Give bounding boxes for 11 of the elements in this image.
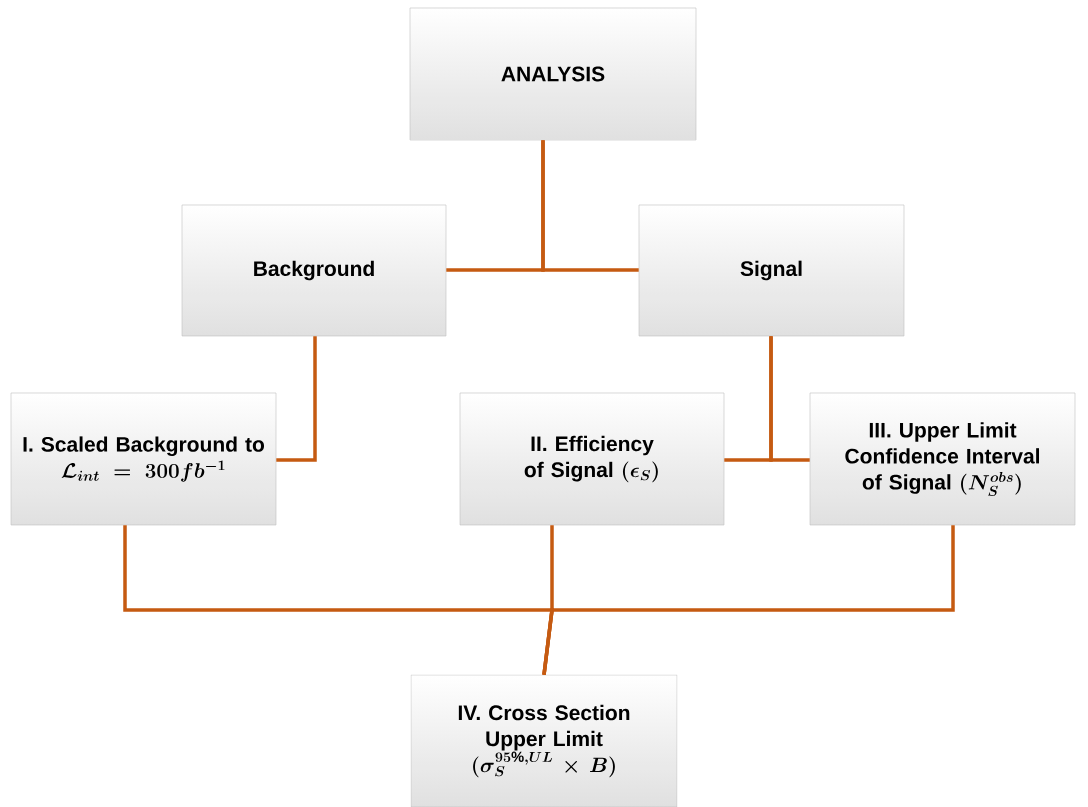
connector-line — [769, 336, 810, 462]
process-box: Signal — [638, 204, 905, 337]
process-box: Background — [181, 204, 447, 337]
process-box: I. Scaled Background to $\mathcal{L}_{int} = 300fb^{-1}$ — [10, 392, 277, 526]
process-box: III. Upper Limit Confidence Interval of Signal $(N_{S}^{obs})$ — [809, 392, 1076, 526]
connector-line — [541, 140, 639, 272]
connector-line — [276, 336, 317, 462]
process-box: IV. Cross Section Upper Limit $(\sigma_{S}^{95\%,UL} \times B)$ — [410, 674, 678, 807]
process-box: ANALYSIS — [409, 7, 697, 141]
connector-line — [542, 525, 955, 675]
process-box: II. Efficiency of Signal $(\epsilon_{S})$ — [459, 392, 725, 526]
